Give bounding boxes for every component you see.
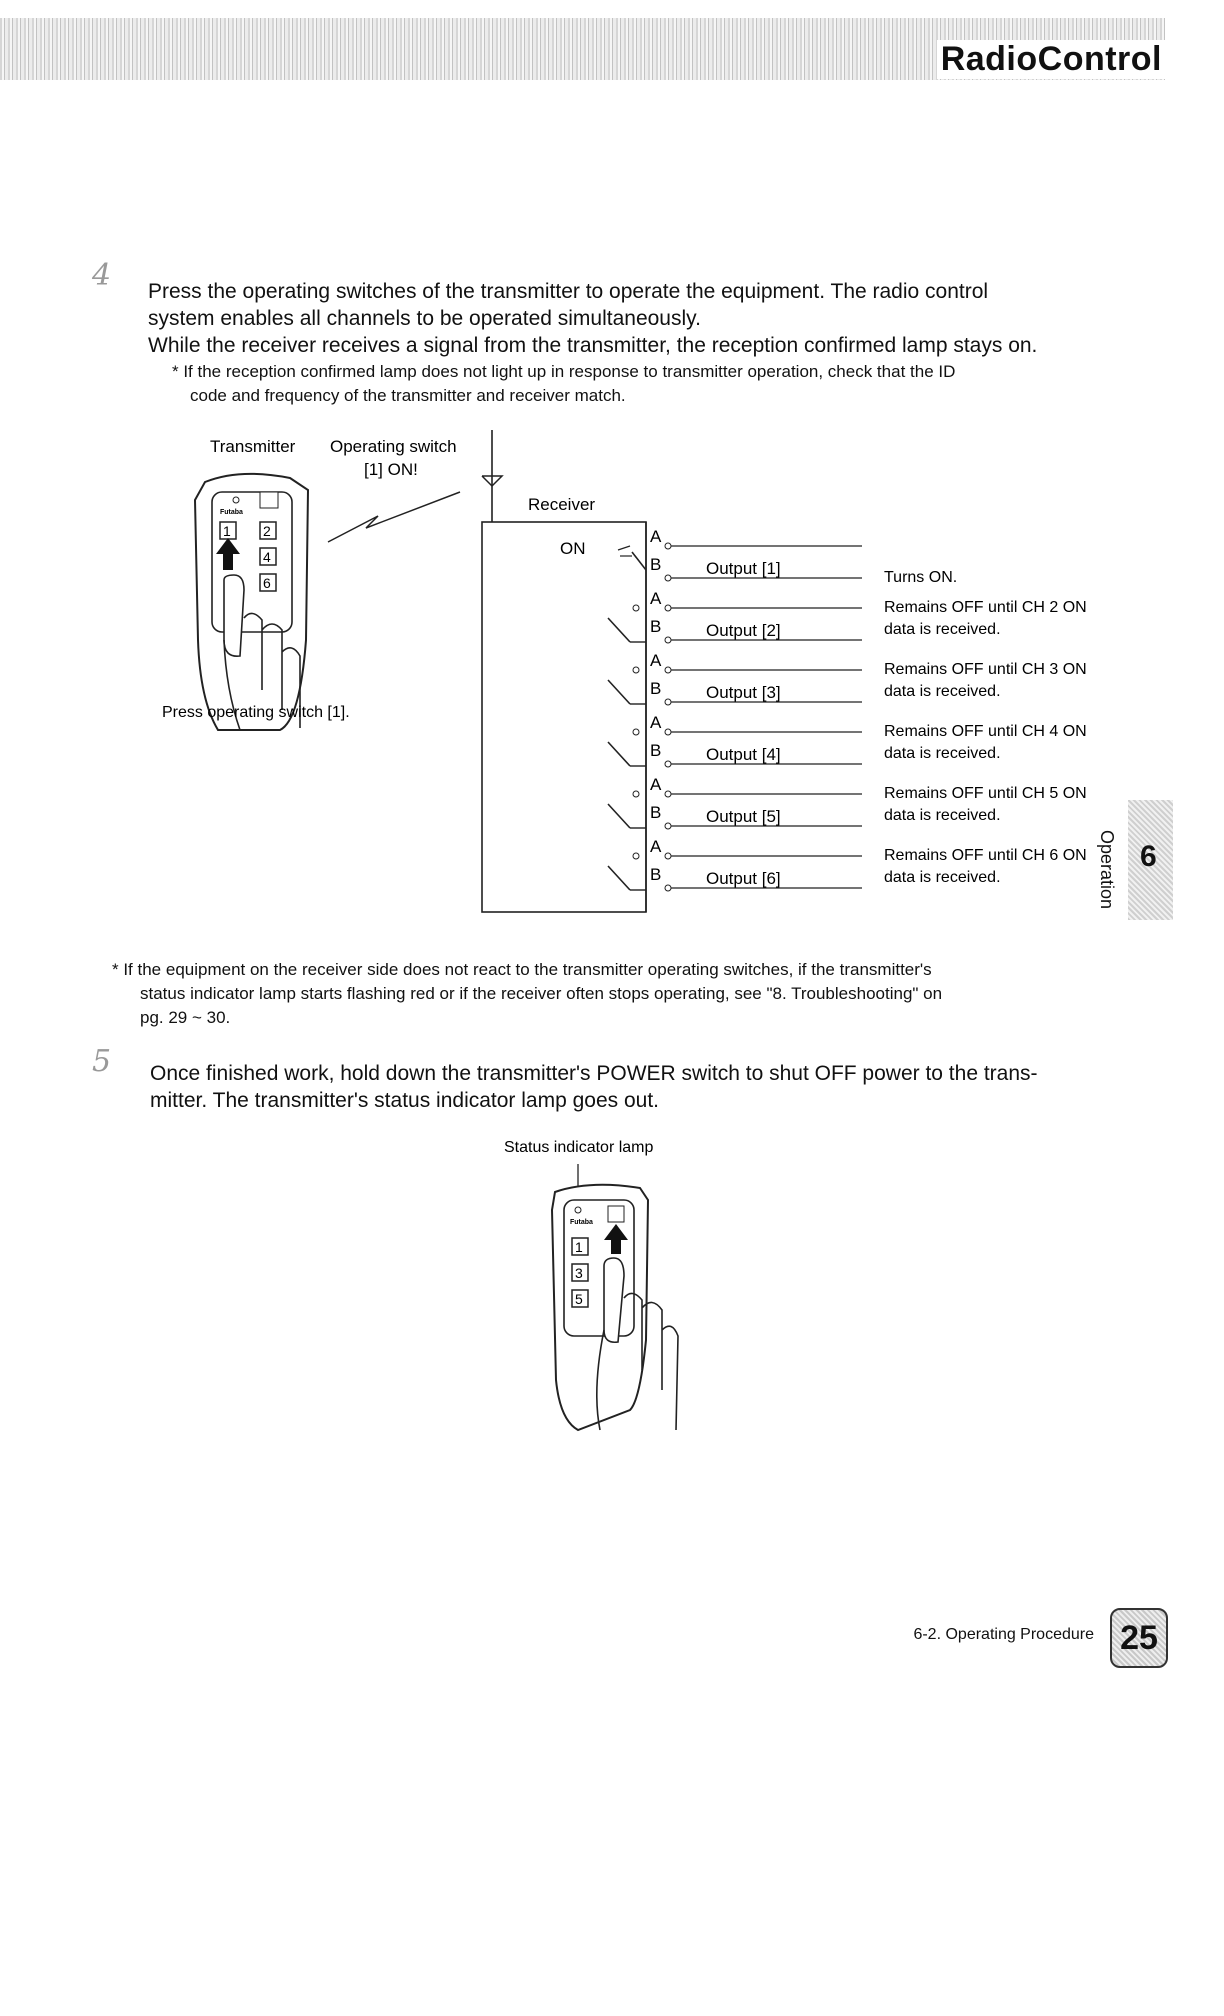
contact-dot <box>632 666 640 674</box>
svg-text:Futaba: Futaba <box>220 509 243 516</box>
transmitter-icon: Futaba 1 3 5 <box>550 1183 679 1432</box>
step4-line2: system enables all channels to be operat… <box>148 307 701 330</box>
on-label: ON <box>560 539 586 558</box>
terminal-b-dot <box>664 698 672 706</box>
terminal-a-label: A <box>650 775 662 794</box>
terminal-b-dot <box>664 574 672 582</box>
step4-note-line1: * If the reception confirmed lamp does n… <box>172 362 956 381</box>
signal-lightning-icon <box>327 491 461 543</box>
contact-dot <box>632 790 640 798</box>
output-description: Remains OFF until CH 5 ON <box>884 785 1087 802</box>
output-label: Output [6] <box>706 869 781 888</box>
terminal-a-dot <box>664 728 672 736</box>
status-indicator-label: Status indicator lamp <box>504 1139 654 1156</box>
terminal-b-label: B <box>650 865 661 884</box>
output-description: Turns ON. <box>884 569 957 586</box>
key-4: 4 <box>263 549 271 565</box>
transmitter-icon: Futaba 1 2 4 6 <box>193 472 310 731</box>
antenna-icon <box>481 430 504 522</box>
output-description: data is received. <box>884 621 1001 638</box>
output-description: Remains OFF until CH 2 ON <box>884 599 1087 616</box>
key-5: 5 <box>575 1291 583 1307</box>
terminal-b-dot <box>664 636 672 644</box>
terminal-b-dot <box>664 822 672 830</box>
svg-text:Futaba: Futaba <box>570 1219 593 1226</box>
note2-line3: pg. 29 ~ 30. <box>140 1008 231 1027</box>
key-1: 1 <box>575 1239 583 1255</box>
step4-line3: While the receiver receives a signal fro… <box>148 334 1038 357</box>
terminal-a-label: A <box>650 713 662 732</box>
switch-open-icon <box>607 679 631 705</box>
terminal-b-label: B <box>650 617 661 636</box>
key-2: 2 <box>263 523 271 539</box>
side-tab-background <box>1128 800 1173 920</box>
power-off-diagram: Status indicator lamp Futaba 1 3 5 <box>504 1139 679 1432</box>
key-1: 1 <box>223 523 231 539</box>
output-description: Remains OFF until CH 4 ON <box>884 723 1087 740</box>
switch-closed-icon <box>631 551 647 571</box>
terminal-a-dot <box>664 604 672 612</box>
terminal-b-label: B <box>650 679 661 698</box>
terminal-a-dot <box>664 790 672 798</box>
page-number: 25 <box>1110 1608 1168 1668</box>
contact-dot <box>632 604 640 612</box>
output-description: data is received. <box>884 745 1001 762</box>
output-description: Remains OFF until CH 6 ON <box>884 847 1087 864</box>
terminal-a-label: A <box>650 589 662 608</box>
output-label: Output [3] <box>706 683 781 702</box>
receiver-label: Receiver <box>528 495 595 514</box>
receiver-output-diagram: Transmitter Operating switch [1] ON! Fut… <box>162 430 1087 913</box>
page-header-title: RadioControl <box>936 40 1166 79</box>
step-number: 4 <box>92 258 112 293</box>
output-label: Output [4] <box>706 745 781 764</box>
output-label: Output [1] <box>706 559 781 578</box>
step-number: 5 <box>92 1044 112 1079</box>
step5-line1: Once finished work, hold down the transm… <box>150 1062 1038 1085</box>
step5-line2: mitter. The transmitter's status indicat… <box>150 1089 660 1112</box>
terminal-b-label: B <box>650 803 661 822</box>
contact-dot <box>632 852 640 860</box>
switch-open-icon <box>607 741 631 767</box>
step4-line1: Press the operating switches of the tran… <box>148 280 989 303</box>
switch-on-label: [1] ON! <box>364 460 418 479</box>
terminal-b-dot <box>664 760 672 768</box>
note2-line1: * If the equipment on the receiver side … <box>112 960 932 979</box>
terminal-a-label: A <box>650 651 662 670</box>
transmitter-label: Transmitter <box>210 437 296 456</box>
press-arrow-icon <box>216 538 240 570</box>
output-description: data is received. <box>884 869 1001 886</box>
operating-switch-label: Operating switch <box>330 437 457 456</box>
terminal-b-dot <box>664 884 672 892</box>
press-caption: Press operating switch [1]. <box>162 704 350 721</box>
terminal-a-dot <box>664 852 672 860</box>
output-description: data is received. <box>884 683 1001 700</box>
switch-open-icon <box>607 617 631 643</box>
receiver-box <box>481 521 647 913</box>
press-arrow-icon <box>604 1224 628 1254</box>
terminal-a-label: A <box>650 837 662 856</box>
switch-spark-icon <box>617 545 631 551</box>
step4-note-line2: code and frequency of the transmitter an… <box>190 386 626 405</box>
side-tab-number: 6 <box>1140 840 1157 873</box>
switch-open-icon <box>607 803 631 829</box>
output-label: Output [5] <box>706 807 781 826</box>
output-description: Remains OFF until CH 3 ON <box>884 661 1087 678</box>
output-label: Output [2] <box>706 621 781 640</box>
key-3: 3 <box>575 1265 583 1281</box>
switch-open-icon <box>607 865 631 891</box>
note2-line2: status indicator lamp starts flashing re… <box>140 984 943 1003</box>
side-tab-label: Operation <box>1097 830 1117 910</box>
terminal-a-label: A <box>650 527 662 546</box>
contact-dot <box>632 728 640 736</box>
terminal-a-dot <box>664 666 672 674</box>
terminal-a-dot <box>664 542 672 550</box>
footer-section: 6-2. Operating Procedure <box>913 1626 1094 1643</box>
key-6: 6 <box>263 575 271 591</box>
terminal-b-label: B <box>650 741 661 760</box>
terminal-b-label: B <box>650 555 661 574</box>
output-description: data is received. <box>884 807 1001 824</box>
